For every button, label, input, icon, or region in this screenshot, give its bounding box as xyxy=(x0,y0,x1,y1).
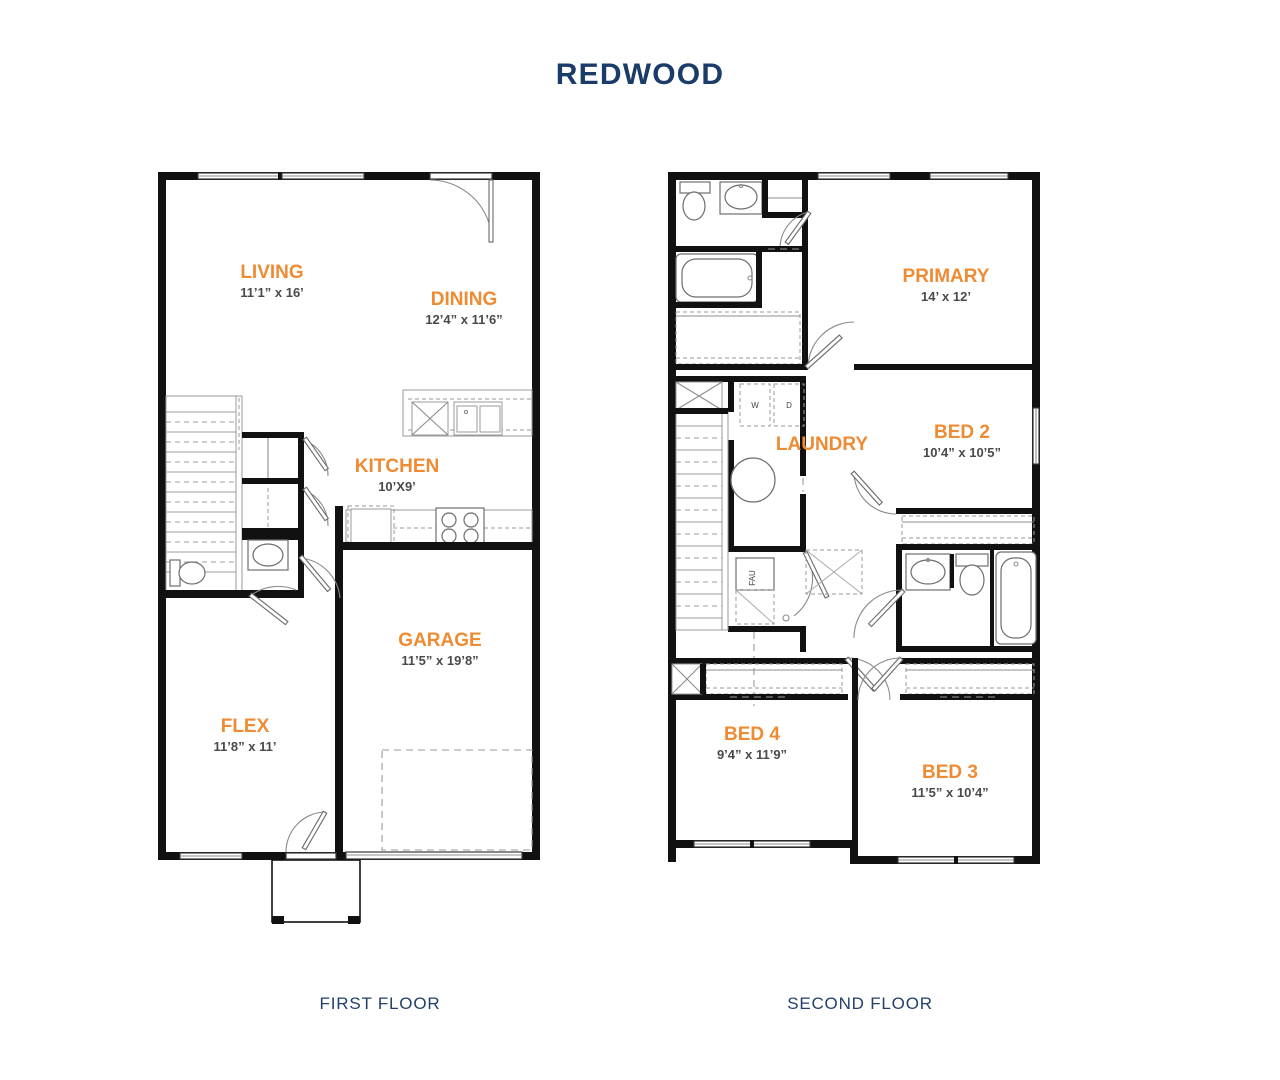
interior-wall-primary-bottom xyxy=(854,364,1040,370)
staircase xyxy=(165,395,243,593)
garage-parking-outline xyxy=(381,749,533,851)
second-floor-caption: SECOND FLOOR xyxy=(787,994,933,1013)
room-label-flex: FLEX xyxy=(221,716,270,737)
room-label-dining: DINING xyxy=(431,289,498,310)
page-title: REDWOOD xyxy=(555,58,725,91)
interior-wall-hall-left xyxy=(800,632,806,652)
exterior-wall-right xyxy=(532,172,540,860)
water-heater-icon xyxy=(730,457,776,503)
exterior-wall-step xyxy=(850,840,858,864)
closet-lower xyxy=(242,484,304,534)
room-dim-bed4: 9’4” x 11’9” xyxy=(717,747,787,762)
room-label-bed4: BED 4 xyxy=(724,724,780,745)
room-dim-garage: 11’5” x 19’8” xyxy=(401,653,478,668)
entry-door[interactable] xyxy=(285,810,337,860)
toilet-icon-secondary xyxy=(955,553,989,596)
interior-wall-bed3-bed4 xyxy=(852,658,858,848)
room-dim-flex: 11’8” x 11’ xyxy=(214,739,277,754)
front-door[interactable] xyxy=(429,172,494,243)
kitchen-lower-counter xyxy=(345,505,533,547)
room-label-bed2: BED 2 xyxy=(934,422,990,443)
interior-wall-kitchen-garage xyxy=(335,542,540,550)
sink-icon-secondary xyxy=(905,553,951,591)
laundry-room: W D xyxy=(728,376,806,552)
closet-lower-door[interactable] xyxy=(302,486,330,527)
first-floor-caption: FIRST FLOOR xyxy=(319,994,441,1013)
bathtub-icon-primary xyxy=(668,246,762,308)
refrigerator-icon xyxy=(347,505,395,547)
exterior-wall-right xyxy=(1032,172,1040,862)
room-label-living: LIVING xyxy=(240,262,303,283)
exterior-wall-left xyxy=(668,172,676,862)
second-floor-plan: PRIMARY 14’ x 12’ xyxy=(650,150,1080,940)
garage-door[interactable] xyxy=(345,851,523,860)
bed2-door[interactable] xyxy=(850,470,897,515)
room-label-garage: GARAGE xyxy=(398,630,481,651)
first-floor-plan: LIVING 11’1” x 16’ DINING 12’4” x 11’6” xyxy=(150,150,580,940)
window-bed2-right xyxy=(1032,407,1040,465)
dishwasher-icon xyxy=(411,401,449,436)
fau-closet-door[interactable] xyxy=(793,550,830,617)
attic-access-icon xyxy=(805,549,863,595)
vanity-sink-icon-primary xyxy=(719,181,763,215)
primary-bath xyxy=(668,180,812,368)
window-bed3-bottom xyxy=(897,856,1015,864)
dryer-icon: D xyxy=(773,383,805,427)
fau-label: FAU xyxy=(748,570,757,586)
primary-closet xyxy=(668,311,808,370)
dryer-label: D xyxy=(786,401,792,410)
room-dim-bed3: 11’5” x 10’4” xyxy=(911,785,988,800)
washer-icon: W xyxy=(739,383,771,427)
interior-wall-bed2-bottom xyxy=(896,508,1040,514)
bed3-door[interactable] xyxy=(857,656,904,701)
window-flex-bottom xyxy=(179,852,243,860)
toilet-icon xyxy=(169,559,206,587)
entry-porch xyxy=(271,859,361,924)
window-primary-top-left xyxy=(817,172,891,180)
bed4-closet xyxy=(668,658,848,700)
kitchen-wall-nub xyxy=(335,506,343,550)
fau-closet: FAU xyxy=(728,557,806,632)
room-dim-primary: 14’ x 12’ xyxy=(921,289,971,304)
room-dim-kitchen: 10’X9’ xyxy=(378,479,416,494)
room-dim-dining: 12’4” x 11’6” xyxy=(425,312,502,327)
window-bed4-bottom xyxy=(693,840,811,848)
powder-room xyxy=(158,534,304,598)
primary-bedroom-door[interactable] xyxy=(804,321,855,370)
linen-closet-icon xyxy=(668,376,728,414)
window-primary-top-right xyxy=(929,172,1009,180)
room-dim-bed2: 10’4” x 10’5” xyxy=(923,445,1001,460)
bathtub-icon-secondary xyxy=(995,551,1037,645)
room-label-primary: PRIMARY xyxy=(903,266,990,287)
bed3-closet xyxy=(900,658,1040,700)
room-dim-living: 11’1” x 16’ xyxy=(240,285,304,300)
powder-room-door[interactable] xyxy=(248,585,297,626)
window-living-top xyxy=(197,172,365,180)
interior-wall-bath-bottom xyxy=(896,646,1040,652)
range-icon xyxy=(435,507,485,547)
bed2-closet xyxy=(896,515,1040,550)
closet-upper-door[interactable] xyxy=(302,436,330,477)
interior-wall-garage-left xyxy=(335,550,343,860)
sink-icon xyxy=(453,401,503,436)
exterior-wall-left xyxy=(158,172,166,860)
exterior-wall-bottom-left xyxy=(158,852,338,860)
powder-sink-icon xyxy=(247,539,289,571)
primary-bath-door[interactable] xyxy=(779,210,812,249)
garage-entry-door[interactable] xyxy=(298,554,341,599)
room-label-bed3: BED 3 xyxy=(922,762,978,783)
kitchen-upper-counter xyxy=(402,389,533,437)
room-label-kitchen: KITCHEN xyxy=(355,456,439,477)
room-label-laundry: LAUNDRY xyxy=(776,434,869,455)
staircase xyxy=(675,411,729,631)
washer-label: W xyxy=(751,401,759,410)
secondary-bath-door[interactable] xyxy=(853,588,906,639)
closet-upper xyxy=(242,432,304,484)
toilet-icon-primary xyxy=(679,181,711,221)
secondary-bath xyxy=(853,544,1037,652)
